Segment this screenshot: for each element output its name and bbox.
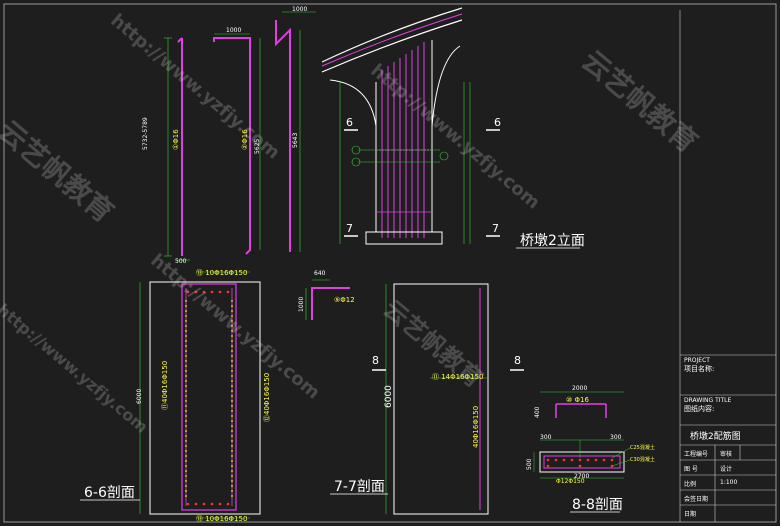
- tb-content: 图纸内容:: [684, 405, 715, 413]
- dim-6000-s77: 6000: [384, 385, 394, 408]
- tb-project-en: PROJECT: [684, 357, 710, 364]
- cut-mark-6-right: 6: [494, 116, 501, 129]
- dim-1000: 1000: [226, 27, 242, 34]
- tb-scale-value: 1:100: [720, 479, 738, 486]
- rebar-shape-2: [213, 33, 261, 255]
- rebar-label-s66-right: ⑫40Φ16Φ150: [263, 372, 271, 422]
- tb-drawing-name: 桥墩2配筋图: [690, 432, 741, 442]
- title-section-8-8: 8-8剖面: [572, 497, 623, 513]
- dim-2700: 2700: [574, 473, 590, 480]
- drawing-border: [3, 3, 777, 523]
- dim-2000: 2000: [572, 385, 588, 392]
- dim-500-s88: 500: [526, 458, 533, 470]
- rebar-label-s88-stirrup: Φ12Φ150: [556, 478, 585, 485]
- rebar-label-s88-c25: C25混凝土: [630, 445, 655, 451]
- section-7-7: [372, 283, 524, 515]
- pier-elevation: [321, 7, 500, 245]
- rebar-label-9: ⑨Φ12: [334, 296, 355, 304]
- dim-6000-s66: 6000: [136, 388, 143, 404]
- title-pier-elevation: 桥墩2立面: [520, 233, 585, 249]
- tb-content-en: DRAWING TITLE: [684, 397, 732, 404]
- tb-project: 项目名称:: [684, 365, 715, 373]
- cut-mark-8-right: 8: [514, 354, 521, 367]
- cut-mark-8-left: 8: [372, 354, 379, 367]
- dim-300-right: 300: [610, 434, 622, 441]
- rebar-shape-1: [164, 37, 190, 261]
- dim-400: 400: [534, 406, 541, 418]
- section-8-8: [533, 391, 631, 479]
- title-section-6-6: 6-6剖面: [84, 485, 135, 501]
- tb-design: 设计: [720, 466, 733, 473]
- section-6-6: [139, 271, 261, 519]
- cut-mark-7-left: 7: [346, 222, 353, 235]
- tb-project-no: 工程编号: [684, 451, 709, 458]
- rebar-shape-3: [275, 11, 316, 252]
- dim-1000-r9: 1000: [298, 296, 305, 312]
- dim-300-left: 300: [540, 434, 552, 441]
- rebar-label-s66-bottom: ⑬ 10Φ16Φ150: [196, 515, 248, 523]
- rebar-label-s88-c30: C30混凝土: [630, 457, 655, 463]
- cut-mark-6-left: 6: [346, 116, 353, 129]
- cut-mark-7-right: 7: [492, 222, 499, 235]
- rebar-label-s88-top: ⑩ Φ16: [566, 396, 589, 404]
- tb-drawing-no: 图 号: [684, 466, 698, 473]
- rebar-shape-9: [305, 279, 350, 320]
- dim-5732: 5732-5789: [142, 117, 149, 150]
- rebar-label-s77-side: 40Φ16Φ150: [472, 405, 480, 448]
- tb-scale: 比例: [684, 481, 697, 488]
- title-section-7-7: 7-7剖面: [334, 479, 385, 495]
- rebar-label-1: ①Φ16: [172, 129, 180, 150]
- tb-date: 日期: [684, 511, 697, 518]
- dim-640: 640: [314, 270, 326, 277]
- tb-review: 审核: [720, 451, 733, 458]
- dim-500: 500: [175, 258, 187, 265]
- dim-5643: 5643: [292, 132, 299, 148]
- rebar-label-s66-top: ⑬ 10Φ16Φ150: [196, 269, 248, 277]
- tb-date-sign: 会签日期: [684, 496, 709, 503]
- rebar-label-s66-left: ⑪40Φ16Φ150: [161, 360, 169, 410]
- rebar-label-s77-top: ⑪ 14Φ16Φ150: [432, 373, 484, 381]
- title-block-lines: [679, 10, 776, 522]
- dim-1000-top: 1000: [292, 6, 308, 13]
